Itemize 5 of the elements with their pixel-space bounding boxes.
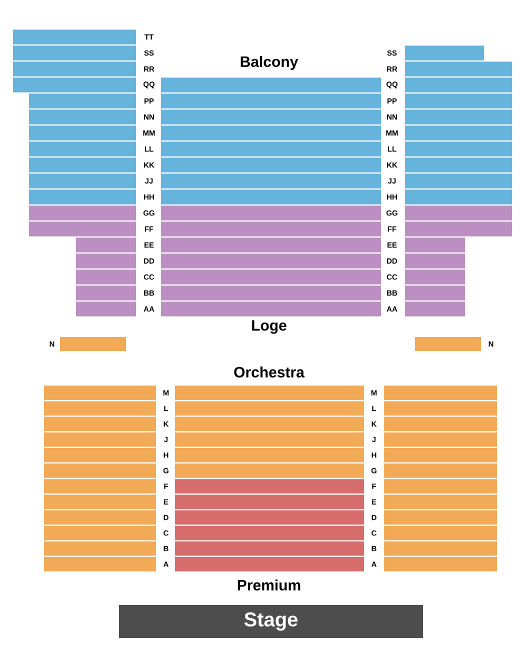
section-title: Balcony xyxy=(240,56,298,70)
section-title: Loge xyxy=(252,320,286,334)
stage-box: Stage xyxy=(119,605,423,638)
section-title: Premium xyxy=(238,580,300,590)
section-title: Orchestra xyxy=(234,366,305,378)
